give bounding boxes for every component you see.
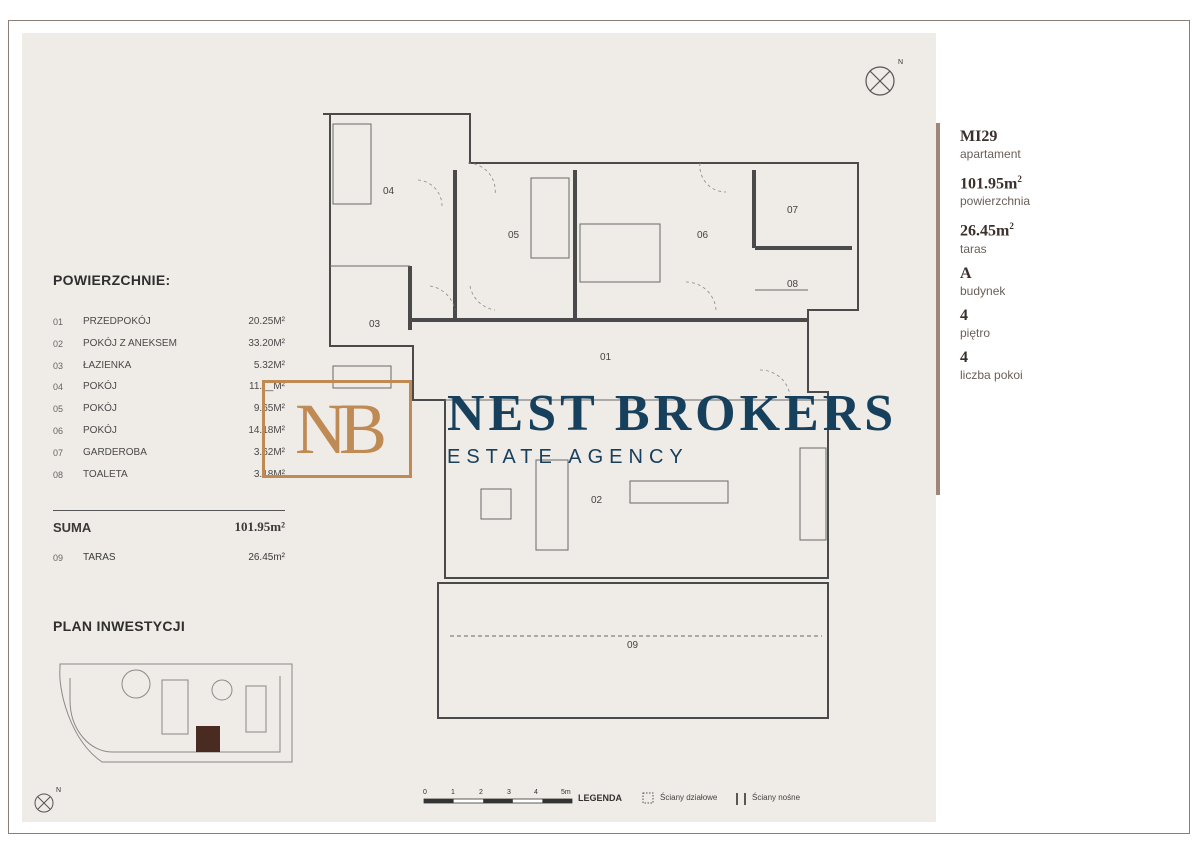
apartment-rooms: 4 — [960, 348, 968, 366]
apartment-terrace-label: taras — [960, 241, 987, 256]
scale-tick: 1 — [451, 789, 455, 796]
room-label-02: 02 — [591, 495, 603, 506]
bed-room-06 — [579, 223, 661, 283]
investment-plan-heading: PLAN INWESTYCJI — [53, 618, 186, 634]
bearing-walls — [408, 170, 852, 330]
bearing-wall-swatch — [736, 793, 746, 805]
scale-tick: 5m — [561, 789, 571, 796]
bathtub — [332, 365, 392, 389]
legend-bearing-label: Ściany nośne — [752, 793, 801, 802]
apartment-terrace: 26.45m2 — [960, 221, 1014, 240]
apartment-area: 101.95m2 — [960, 174, 1022, 193]
room-label-07: 07 — [787, 205, 799, 216]
room-label-04: 04 — [383, 186, 395, 197]
sofa — [535, 459, 569, 551]
apartment-code: MI29 — [960, 128, 998, 145]
apartment-info: MI29 apartament 101.95m2 powierzchnia 26… — [960, 128, 1030, 391]
room-label-09: 09 — [627, 640, 639, 651]
apartment-floor: 4 — [960, 306, 968, 324]
scale-bar — [423, 798, 573, 804]
apartment-area-label: powierzchnia — [960, 194, 1031, 209]
compass-small-icon — [34, 793, 54, 813]
legend-title: LEGENDA — [578, 793, 623, 803]
coffee-table — [480, 488, 512, 520]
room-label-01: 01 — [600, 352, 612, 363]
apartment-outline — [323, 113, 859, 579]
plan-sheet — [22, 33, 936, 822]
inner-partitions — [330, 265, 828, 401]
surfaces-heading: POWIERZCHNIE: — [53, 272, 171, 288]
page-frame — [8, 20, 1190, 834]
partition-wall-swatch — [642, 792, 654, 804]
watermark-tagline: ESTATE AGENCY — [447, 446, 689, 468]
scale-tick: 0 — [423, 789, 427, 796]
apartment-floor-label: piętro — [960, 325, 991, 340]
room-label-05: 05 — [508, 230, 520, 241]
info-accent-bar — [936, 123, 940, 495]
selected-unit-marker — [196, 726, 220, 752]
compass-small-label: N — [56, 787, 61, 794]
bed-room-04 — [332, 123, 372, 205]
site-plan — [59, 663, 293, 763]
apartment-building: A — [960, 264, 972, 282]
apartment-rooms-label: liczba pokoi — [960, 367, 1023, 382]
watermark-name: NEST BROKERS — [447, 385, 898, 442]
room-label-03: 03 — [369, 319, 381, 330]
room-label-06: 06 — [697, 230, 709, 241]
apartment-code-label: apartament — [960, 147, 1021, 161]
legend-partition-label: Ściany działowe — [660, 793, 718, 802]
bed-room-05 — [530, 177, 570, 259]
terrace-outline — [437, 582, 829, 719]
door-swings — [417, 162, 791, 396]
compass-label: N — [898, 59, 903, 66]
apartment-building-label: budynek — [960, 283, 1006, 298]
scale-tick: 3 — [507, 789, 511, 796]
surfaces-sum: SUMA 101.95m² — [53, 510, 285, 537]
kitchen-counter — [799, 447, 827, 541]
scale-tick: 4 — [534, 789, 538, 796]
room-label-08: 08 — [787, 279, 799, 290]
dining-table — [629, 480, 729, 504]
compass-icon — [865, 66, 895, 96]
nest-brokers-logo: NB — [262, 380, 412, 478]
scale-tick: 2 — [479, 789, 483, 796]
